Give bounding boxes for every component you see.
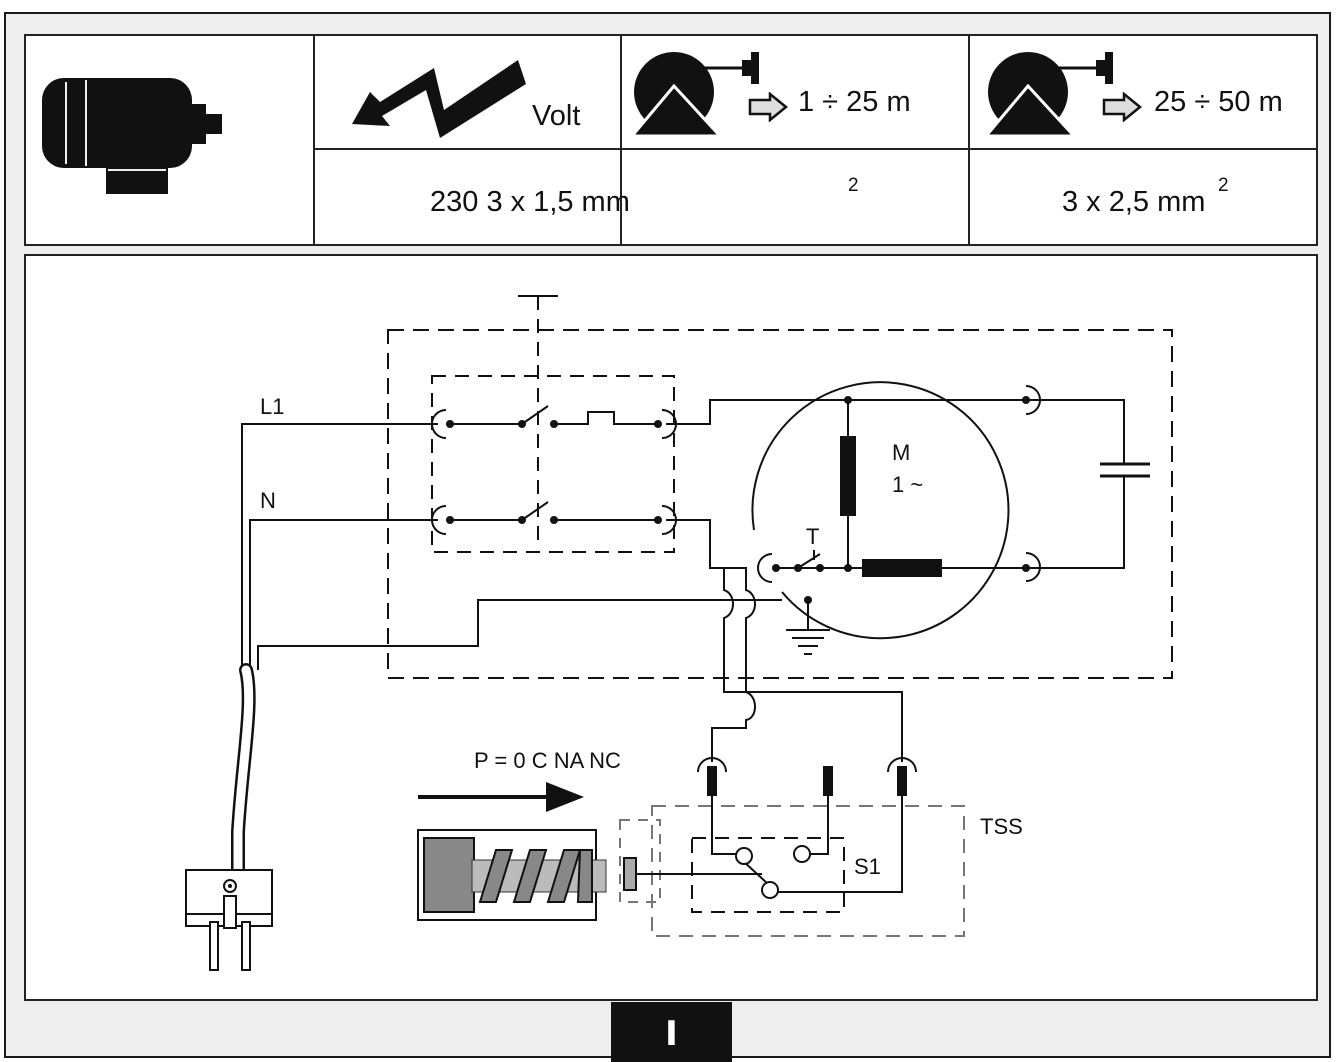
wire-l1 [241,423,438,670]
wire-n [249,519,438,670]
cable-reel-icon [984,52,1113,138]
label-s1: S1 [854,854,881,879]
page-tab: I [611,1002,732,1062]
arrow-right-icon [1102,92,1142,122]
table-divider [620,36,622,244]
switch-enclosure [431,375,675,553]
label-tss: TSS [980,814,1023,839]
table-divider [968,36,970,244]
label-n: N [260,488,276,513]
machine-enclosure [387,329,1173,679]
schematic-drawing: L1 N M 1 ~ T P = 0 C NA NC TSS S1 [185,295,1173,971]
voltage-value: 230 3 x 1,5 mm [430,186,630,218]
cable-spec-table: Volt 1 ÷ 25 m 25 ÷ 50 m 230 3 x 1,5 mm 2… [24,34,1318,246]
pressure-actuator [417,829,637,921]
page-tab-label: I [665,1014,678,1054]
motor-start-winding [862,559,942,577]
table-divider [313,148,1316,150]
table-divider [313,36,315,244]
motor-run-winding [840,436,856,516]
motor-icon [42,78,222,194]
arrow-right-icon [748,92,788,122]
voltage-header: Volt [532,100,581,132]
tss-enclosure [651,805,965,937]
range-long: 25 ÷ 50 m [1154,86,1283,118]
wiring-schematic: L1 N M 1 ~ T P = 0 C NA NC TSS S1 [24,254,1318,1001]
wire-earth [257,599,782,670]
cable-reel-icon [630,52,759,138]
long-section-value: 3 x 2,5 mm [1062,186,1206,218]
long-section-exponent: 2 [1218,175,1229,196]
coupling-bracket [619,819,661,903]
label-motor: M [892,440,910,465]
range-short: 1 ÷ 25 m [798,86,911,118]
label-pressure: P = 0 C NA NC [474,748,621,773]
label-l1: L1 [260,394,284,419]
motor-housing-circle [751,381,1010,640]
label-motor-phase: 1 ~ [892,472,923,497]
label-thermal: T [806,524,819,549]
short-section-exponent: 2 [848,175,859,196]
lightning-arrow-icon [352,60,526,138]
